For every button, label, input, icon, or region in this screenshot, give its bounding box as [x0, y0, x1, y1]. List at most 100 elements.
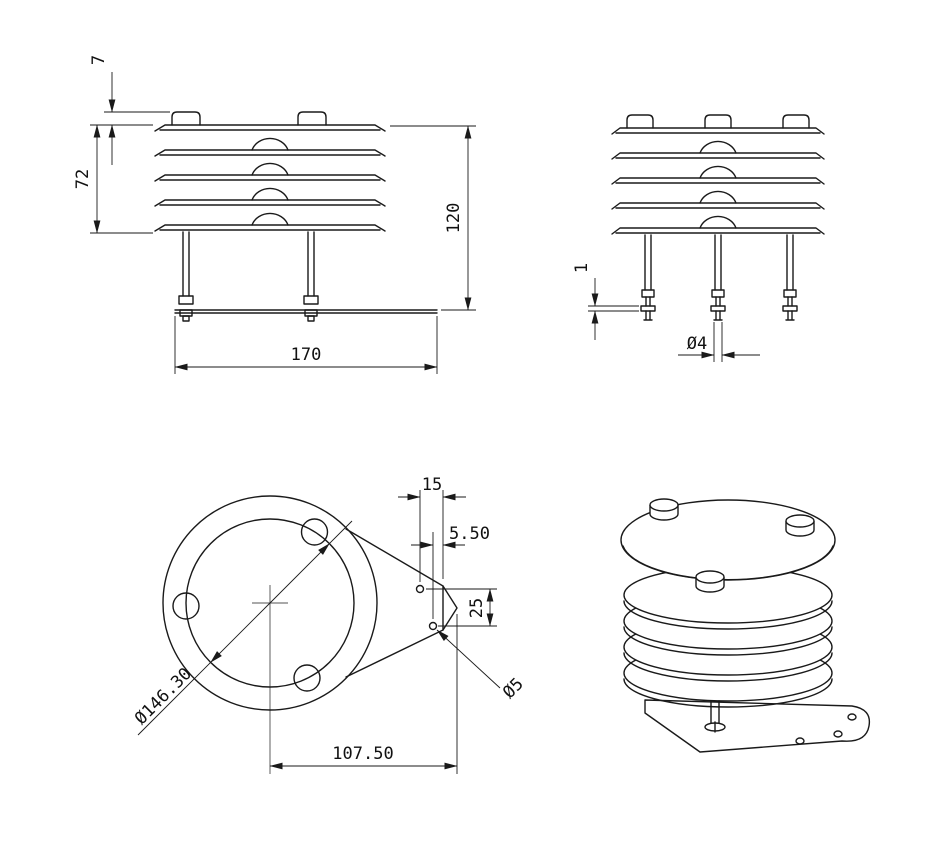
top-cap: [171, 111, 201, 126]
bracket-tip: [442, 585, 458, 631]
dim-stack-height: 72: [73, 124, 153, 234]
iso-bracket-hole: [833, 730, 843, 738]
front-louver-stack: [154, 111, 386, 232]
dim-hole-diameter-label: Ø5: [499, 674, 528, 703]
top-cap: [626, 114, 654, 129]
inner-hub-arc: [699, 140, 737, 154]
inner-hub-arc: [251, 162, 289, 176]
dim-bolt-circle-label: Ø146.30: [131, 664, 196, 729]
front-base-plate: [174, 309, 438, 314]
support-rod: [182, 231, 190, 297]
louver-plate: [154, 224, 386, 232]
inner-hub-arc: [699, 190, 737, 204]
dim-hole-edge-offset: 5.50: [411, 524, 490, 619]
iso-plate-rim: [623, 626, 833, 656]
side-view: 1 Ø4: [572, 114, 825, 362]
rod-nut: [711, 289, 725, 298]
louver-plate: [154, 174, 386, 182]
top-cap: [297, 111, 327, 126]
rod-stem: [787, 296, 793, 307]
dim-cap-height: 7: [89, 55, 170, 165]
louver-plate: [611, 127, 825, 135]
louver-plate: [154, 199, 386, 207]
dim-edge-offset-label: 15: [422, 475, 442, 495]
dim-rod-diameter: Ø4: [678, 322, 760, 362]
dim-stack-height-label: 72: [73, 169, 93, 189]
isometric-view: [620, 498, 871, 753]
iso-bracket-hole: [847, 713, 857, 721]
louver-plate: [611, 227, 825, 235]
dim-bracket-length-label: 107.50: [332, 744, 393, 764]
rod-stem: [645, 296, 651, 307]
bracket-outline: [345, 528, 444, 678]
dim-edge-offset: 15: [398, 475, 466, 582]
support-rod: [307, 231, 315, 297]
rod-tip: [643, 310, 653, 321]
rod-washer: [710, 305, 726, 312]
iso-knob: [785, 514, 815, 537]
support-rod: [644, 234, 652, 291]
iso-knob: [649, 498, 679, 521]
inner-hub-arc: [699, 165, 737, 179]
dim-hole-spacing-label: 25: [467, 598, 487, 618]
louver-plate: [611, 152, 825, 160]
inner-hub-arc: [699, 215, 737, 229]
rod-tip: [713, 310, 723, 321]
dim-base-width-label: 170: [291, 345, 322, 365]
iso-lid-rim: [622, 545, 834, 581]
dim-hole-edge-offset-label: 5.50: [449, 524, 490, 544]
louver-plate: [154, 149, 386, 157]
dim-cap-height-label: 7: [89, 55, 109, 65]
bracket-hole: [428, 621, 438, 631]
mounting-hole: [300, 518, 329, 546]
dim-overall-height: 120: [390, 125, 476, 311]
side-support-rods: [640, 234, 798, 321]
rod-nut: [303, 295, 319, 305]
dim-hole-diameter: Ø5: [436, 629, 528, 703]
dim-bolt-circle: Ø146.30: [131, 520, 353, 736]
support-rod: [786, 234, 794, 291]
rod-nut: [178, 295, 194, 305]
iso-bracket-hole: [795, 737, 805, 745]
iso-plate-rim: [623, 678, 833, 708]
top-cap: [704, 114, 732, 129]
flange-inner-circle: [185, 518, 355, 688]
dim-overall-height-label: 120: [444, 203, 464, 234]
flange-outer-circle: [162, 495, 378, 711]
louver-plate: [611, 202, 825, 210]
mounting-hole: [172, 592, 200, 620]
front-view: 7 72 120 170: [73, 55, 476, 374]
rod-nut: [641, 289, 655, 298]
rod-stem: [715, 296, 721, 307]
bracket-hole: [415, 584, 425, 594]
iso-center-rod: [710, 700, 720, 727]
rod-nut: [783, 289, 797, 298]
dim-plate-thickness-label: 1: [572, 263, 592, 273]
iso-plate-rim: [623, 652, 833, 682]
rod-tip: [785, 310, 795, 321]
rod-washer: [782, 305, 798, 312]
top-cap: [782, 114, 810, 129]
rod-washer: [640, 305, 656, 312]
dim-bracket-length: 107.50: [269, 614, 458, 774]
iso-bracket: [644, 699, 871, 753]
dim-hole-spacing: 25: [426, 588, 497, 627]
inner-hub-arc: [251, 187, 289, 201]
dim-base-width: 170: [174, 316, 438, 374]
louver-plate: [611, 177, 825, 185]
iso-knob: [695, 570, 725, 593]
rod-foot-tip: [307, 315, 315, 322]
inner-hub-arc: [251, 137, 289, 151]
rod-foot-tip: [182, 315, 190, 322]
iso-plate-rim: [623, 600, 833, 630]
bottom-flange-view: 15 5.50 25 Ø146.30 Ø5: [131, 475, 528, 774]
louver-plate: [154, 124, 386, 132]
dim-rod-diameter-label: Ø4: [687, 334, 707, 354]
mounting-hole: [293, 664, 321, 692]
support-rod: [714, 234, 722, 291]
front-support-rods: [178, 231, 319, 322]
side-louver-stack: [611, 114, 825, 235]
dim-plate-thickness: 1: [572, 263, 639, 340]
